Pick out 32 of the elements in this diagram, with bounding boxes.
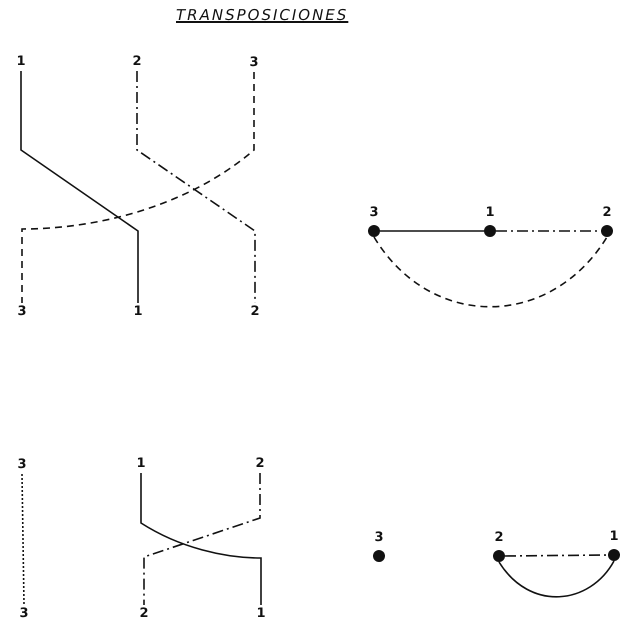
- graph-vertex: [608, 549, 620, 561]
- connector-line: [20, 71, 139, 303]
- strand-number: 1: [130, 303, 146, 321]
- connector-line: [380, 230, 484, 232]
- connector-line: [498, 560, 615, 598]
- vertex-number: 3: [368, 205, 380, 221]
- graph-vertex: [373, 550, 385, 562]
- vertex-number: 1: [484, 205, 496, 221]
- strand-number: 1: [13, 53, 29, 71]
- strand-number: 2: [252, 455, 268, 473]
- strand-number: 3: [16, 605, 32, 623]
- title: TRANSPOSICIONES: [176, 6, 348, 24]
- connector-line: [373, 236, 608, 308]
- strand-number: 2: [247, 303, 263, 321]
- graph-vertex: [601, 225, 613, 237]
- strand-number: 1: [133, 455, 149, 473]
- connector-line: [21, 72, 255, 303]
- strand-number: 2: [136, 605, 152, 623]
- vertex-number: 2: [493, 530, 505, 546]
- graph-vertex: [368, 225, 380, 237]
- strand-number: 3: [14, 456, 30, 474]
- connector-line: [505, 554, 608, 557]
- vertex-number: 3: [373, 530, 385, 546]
- vertex-number: 2: [601, 205, 613, 221]
- strand-number: 3: [246, 54, 262, 72]
- vertex-number: 1: [608, 529, 620, 545]
- strand-number: 3: [14, 303, 30, 321]
- graph-vertex: [493, 550, 505, 562]
- graph-vertex: [484, 225, 496, 237]
- strand-number: 2: [129, 53, 145, 71]
- strand-number: 1: [253, 605, 269, 623]
- connector-line: [21, 474, 25, 606]
